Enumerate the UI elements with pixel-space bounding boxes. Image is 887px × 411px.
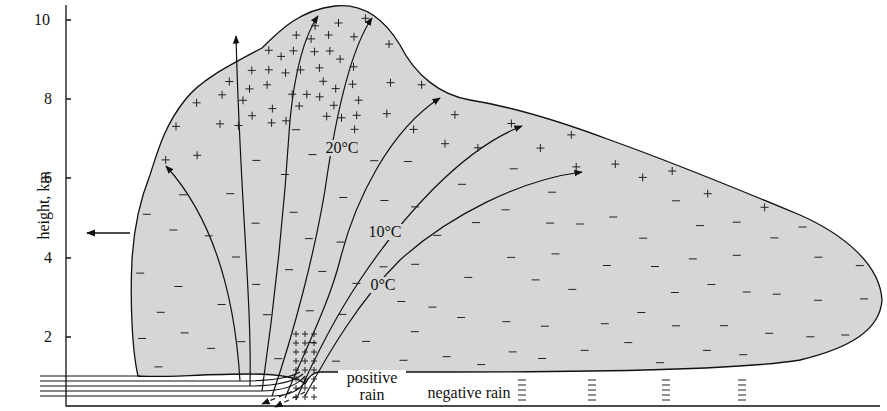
rain-signs xyxy=(518,380,746,400)
temperature-label: 0°C xyxy=(368,277,397,294)
tick-label: 4 xyxy=(42,250,54,267)
updraft-streamlines xyxy=(166,16,582,400)
tick-label: 8 xyxy=(42,91,54,108)
motion-arrow xyxy=(87,232,130,233)
rain-label: positive rain xyxy=(338,370,406,404)
rain-label: negative rain xyxy=(425,385,512,402)
temperature-label: 10°C xyxy=(366,224,403,241)
temperature-label: 20°C xyxy=(323,140,360,157)
positive-charge xyxy=(162,14,769,400)
tick-label: 6 xyxy=(42,170,54,187)
negative-charge xyxy=(136,130,868,367)
charge-signs xyxy=(136,14,868,400)
inflow-lines xyxy=(40,372,306,396)
tick-label: 10 xyxy=(32,12,52,29)
tick-label: 2 xyxy=(42,329,54,346)
storm-cloud xyxy=(131,6,882,384)
rain-dashes xyxy=(518,380,746,400)
